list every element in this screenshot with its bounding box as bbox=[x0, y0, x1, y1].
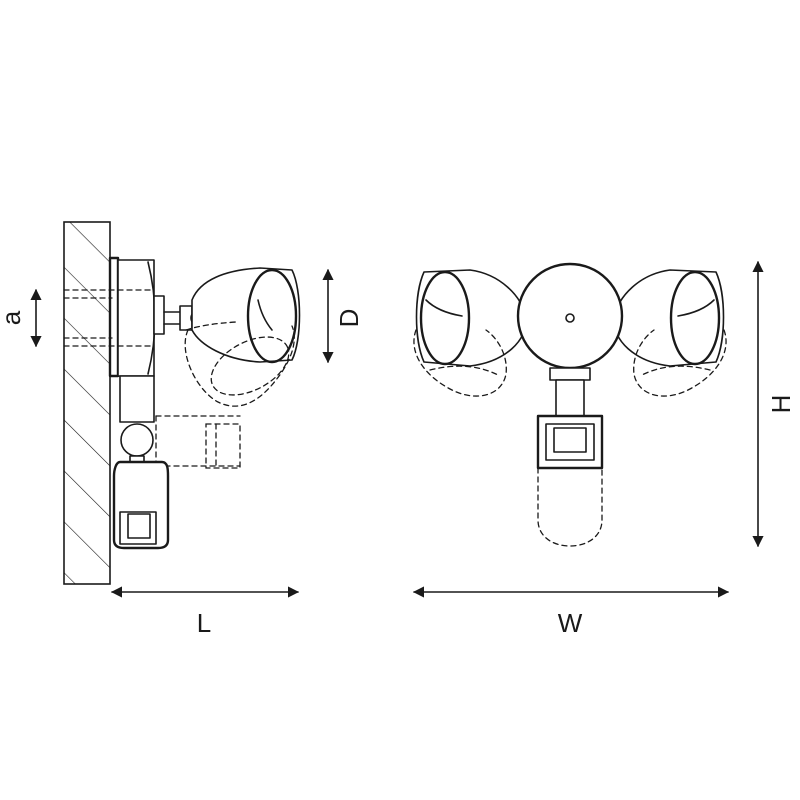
dimension-H: H bbox=[752, 260, 796, 548]
wall-section bbox=[63, 221, 111, 585]
front-view: W H bbox=[412, 260, 796, 638]
side-sensor-rotated bbox=[155, 415, 241, 469]
label-H: H bbox=[766, 395, 796, 414]
side-lamp-head bbox=[191, 267, 301, 364]
side-sensor bbox=[112, 460, 170, 550]
side-view: a D L bbox=[0, 221, 364, 638]
front-stem bbox=[549, 367, 591, 417]
label-W: W bbox=[558, 608, 583, 638]
side-lamp-head-tilted bbox=[184, 321, 295, 407]
dimension-W: W bbox=[412, 586, 730, 638]
label-D: D bbox=[334, 309, 364, 328]
dimension-L: L bbox=[110, 586, 300, 638]
front-lamp-left bbox=[413, 269, 527, 397]
label-a: a bbox=[0, 310, 26, 325]
front-center-hub bbox=[516, 262, 624, 370]
side-sensor-stem bbox=[119, 375, 155, 465]
front-lamp-right bbox=[613, 269, 727, 397]
front-sensor bbox=[536, 414, 604, 547]
dimension-a: a bbox=[0, 288, 42, 348]
wall-plate bbox=[108, 256, 165, 378]
label-L: L bbox=[197, 608, 211, 638]
dimension-D: D bbox=[322, 268, 364, 364]
